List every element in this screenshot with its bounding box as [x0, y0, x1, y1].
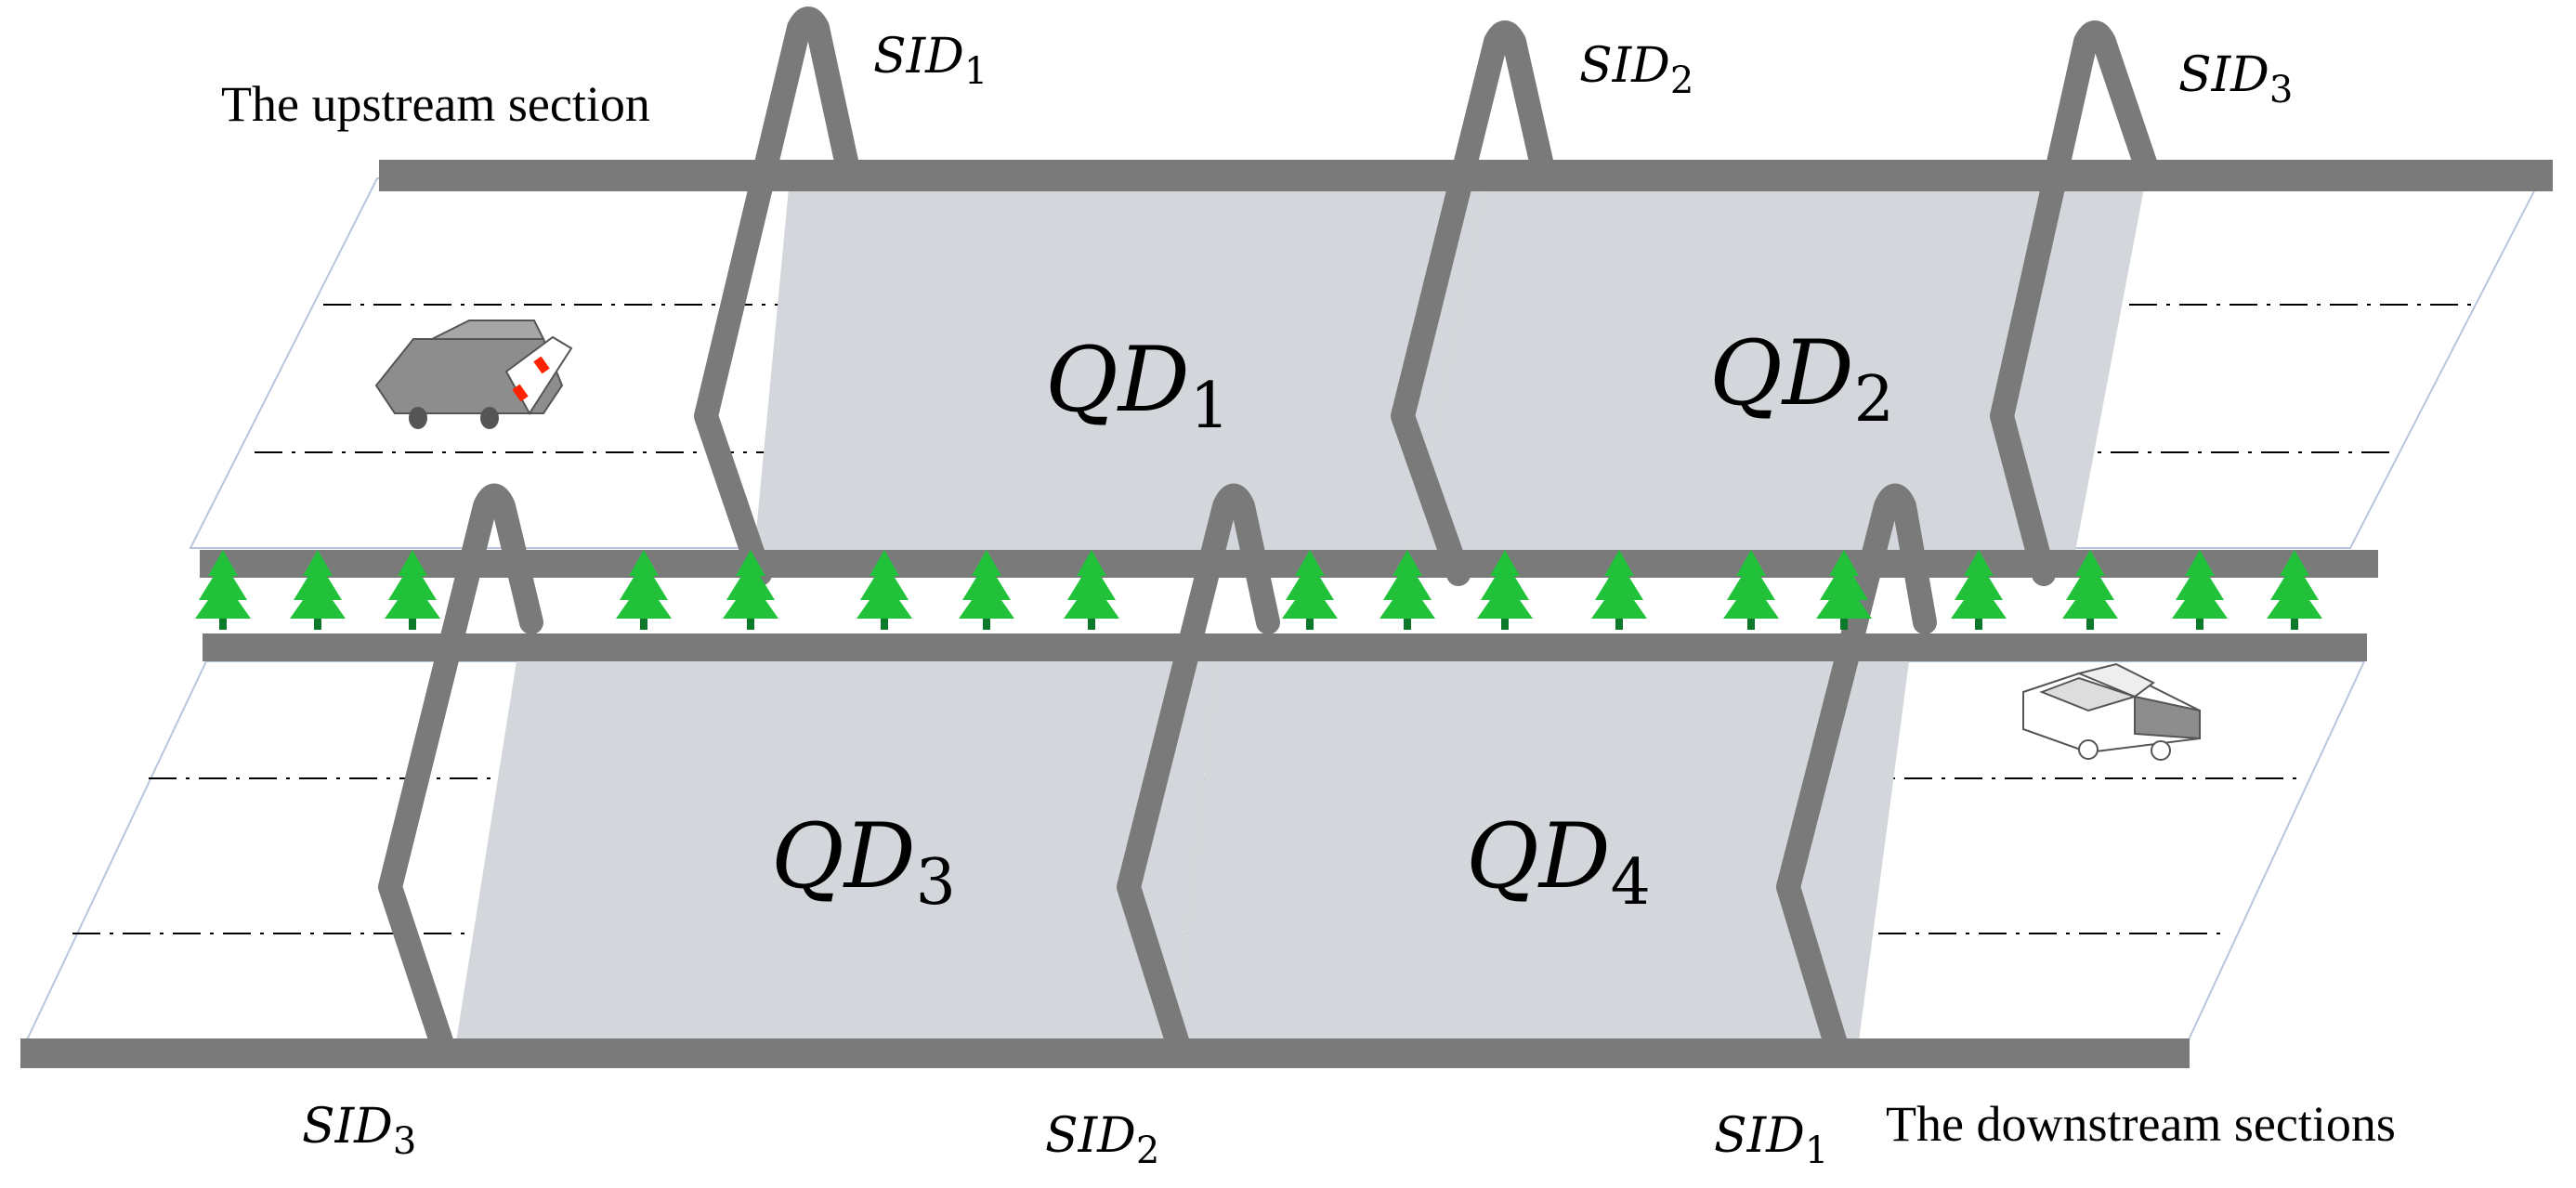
lower-sid-label-1: SID1 — [1714, 1108, 1828, 1172]
upstream-label: The upstream section — [221, 76, 650, 132]
upper-gantry-2 — [1391, 20, 1554, 586]
zone-label-qd3: QD3 — [771, 804, 956, 920]
lower-gantry-2 — [1117, 484, 1280, 1062]
zone-qd3 — [455, 661, 1217, 1048]
lower-gantry-3 — [378, 484, 543, 1062]
car-icon — [2022, 662, 2201, 761]
zone-qd2 — [1407, 178, 2146, 571]
zone-label-qd2: QD2 — [1709, 321, 1894, 437]
median-lower-rail — [203, 633, 2367, 661]
lower-road-bottom-rail — [20, 1038, 2190, 1068]
car-icon — [374, 320, 573, 429]
lower-sid-label-2: SID2 — [1045, 1108, 1159, 1172]
zone-qd4 — [1175, 661, 1909, 1048]
zone-qd1 — [752, 178, 1486, 571]
upper-sid-label-2: SID2 — [1579, 38, 1693, 102]
lower-gantry-1 — [1776, 484, 1937, 1062]
upper-sid-label-1: SID1 — [873, 29, 987, 93]
upper-sid-label-3: SID3 — [2178, 47, 2293, 111]
lower-sid-label-3: SID3 — [302, 1099, 416, 1163]
downstream-label: The downstream sections — [1886, 1096, 2396, 1152]
zone-label-qd1: QD1 — [1045, 328, 1230, 443]
median-upper-rail — [200, 550, 2378, 578]
upper-gantry-1 — [694, 7, 859, 586]
upper-gantry-3 — [1990, 20, 2158, 586]
zone-label-qd4: QD4 — [1466, 804, 1651, 920]
